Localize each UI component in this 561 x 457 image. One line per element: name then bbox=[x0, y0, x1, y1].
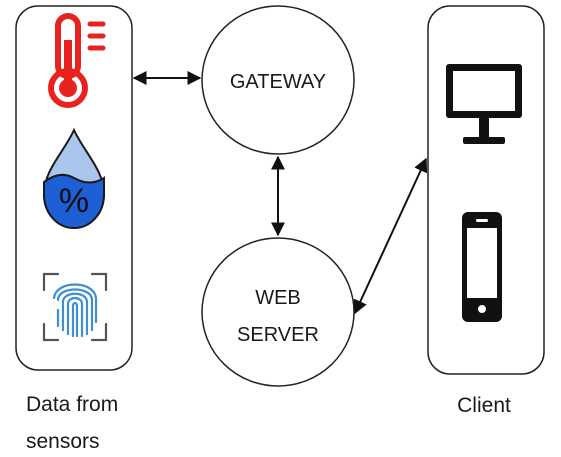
gateway-node bbox=[201, 5, 355, 155]
gateway-label: GATEWAY bbox=[230, 71, 326, 93]
web-server-label-line1: WEB bbox=[255, 287, 301, 309]
desktop-monitor-icon bbox=[446, 64, 522, 144]
client-caption: Client bbox=[457, 394, 511, 417]
percent-symbol: % bbox=[59, 182, 89, 220]
web-server-node bbox=[201, 237, 355, 387]
humidity-drop-icon: % bbox=[42, 127, 106, 230]
thermometer-icon bbox=[48, 13, 106, 108]
smartphone-icon bbox=[462, 212, 502, 322]
client-panel bbox=[427, 5, 545, 375]
fingerprint-scanner-icon bbox=[42, 272, 108, 342]
sensors-panel bbox=[15, 5, 133, 371]
sensors-caption-line1: Data from bbox=[26, 393, 118, 416]
sensors-caption-line2: sensors bbox=[26, 430, 100, 453]
arrow-webserver-client bbox=[353, 157, 428, 315]
web-server-label-line2: SERVER bbox=[237, 324, 319, 346]
